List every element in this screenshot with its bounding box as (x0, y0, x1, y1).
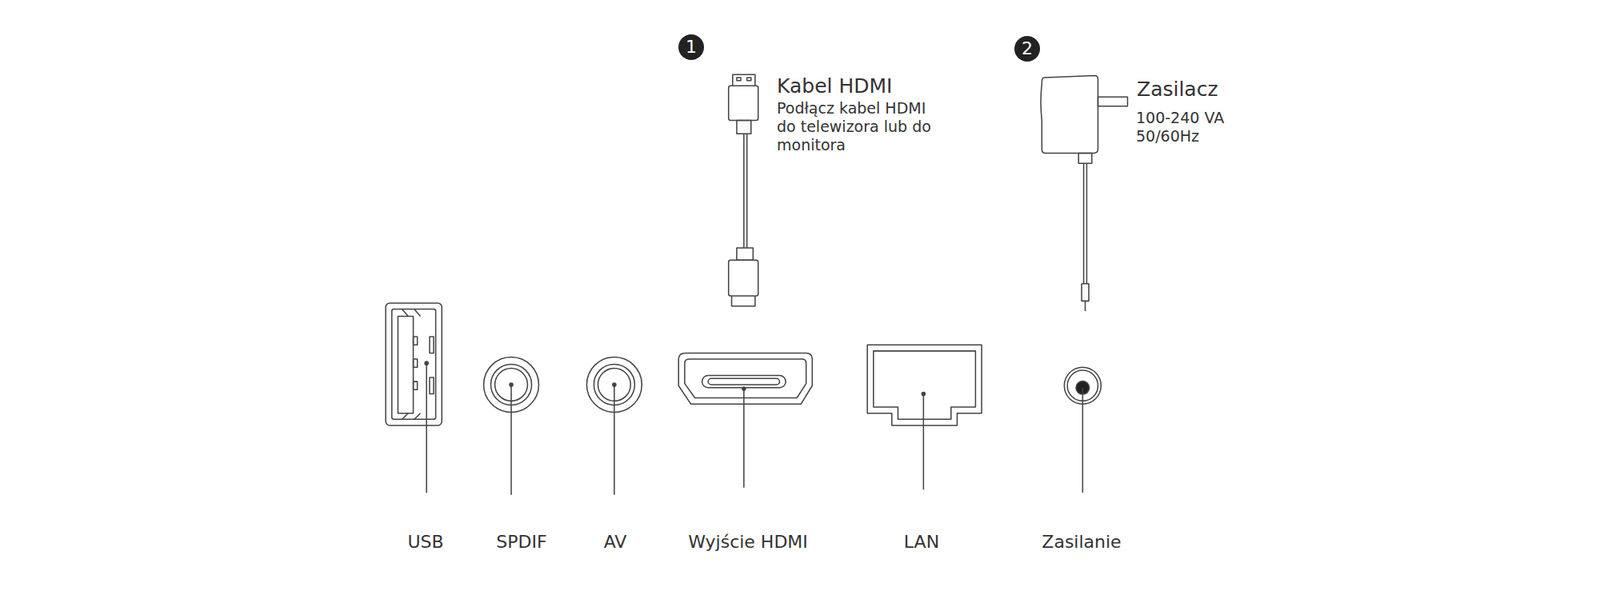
spdif-port (484, 357, 540, 496)
hdmi-port (678, 352, 812, 488)
port-name: Zasilanie (1041, 532, 1121, 552)
usb-port (385, 303, 442, 493)
callout-circle: 1 (678, 34, 704, 60)
port-name: LAN (904, 532, 940, 552)
callout-number: 1 (685, 38, 697, 56)
av-port (586, 357, 642, 496)
callout-number: 2 (1021, 40, 1033, 58)
part-name: Zasilacz (1136, 77, 1219, 101)
instruction-note: Podłącz kabel HDMI do telewizora lub do … (776, 99, 949, 155)
power-adapter (1040, 75, 1128, 312)
hdmi-cable (728, 74, 759, 307)
lan-port (867, 344, 982, 490)
power-socket (1064, 367, 1101, 493)
port-name: Wyjście HDMI (688, 532, 808, 552)
port-name: AV (604, 532, 628, 552)
port-name: USB (407, 532, 444, 552)
callout-circle: 2 (1014, 36, 1040, 62)
part-name: Kabel HDMI (776, 74, 892, 98)
port-name: SPDIF (496, 532, 547, 552)
power-rating: 100-240 VA 50/60Hz (1136, 108, 1256, 146)
